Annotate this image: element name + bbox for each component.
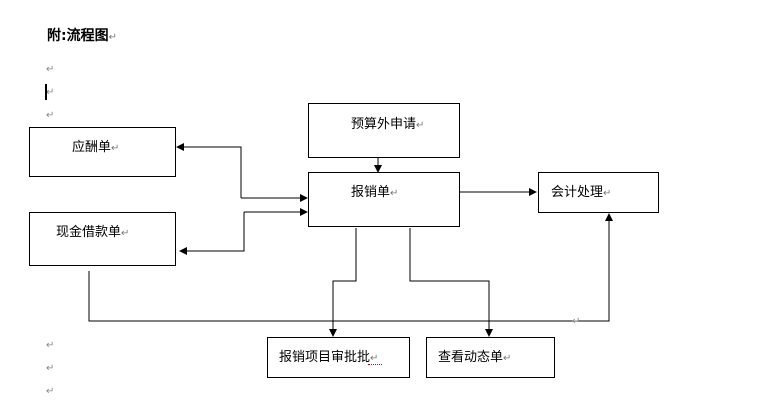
node-approval-label: 报销项目审批批 (279, 350, 371, 365)
node-cash-loan-form-label: 现金借款单 (56, 225, 122, 240)
arrow-reimbursement-to-cashloan (179, 212, 245, 255)
node-dynamic-view[interactable]: 查看动态单↵ (426, 337, 555, 378)
node-accounting[interactable]: 会计处理↵ (538, 172, 659, 213)
page-heading: 附:流程图↵ (47, 25, 117, 45)
arrow-reimbursement-to-approval (329, 228, 357, 337)
paragraph-mark-icon: ↵ (603, 188, 612, 199)
paragraph-mark-icon: ↵ (503, 353, 512, 364)
paragraph-mark-icon: ↵ (46, 340, 55, 351)
paragraph-mark-icon: ↵ (390, 188, 399, 199)
paragraph-mark-icon: ↵ (46, 386, 55, 397)
node-entertainment-form[interactable]: 应酬单↵ (29, 127, 176, 177)
paragraph-mark-icon: ↵ (46, 363, 55, 374)
node-entertainment-form-label: 应酬单 (72, 140, 112, 155)
paragraph-mark-icon: ↵ (108, 32, 117, 43)
paragraph-mark-icon: ↵ (46, 87, 55, 98)
text-cursor (45, 84, 47, 100)
paragraph-mark-icon: ↵ (46, 64, 55, 75)
node-dynamic-view-label: 查看动态单 (438, 350, 504, 365)
spellcheck-underline (368, 361, 382, 365)
arrow-reimbursement-to-dynamic (409, 228, 493, 337)
node-budget-request-label: 预算外申请 (351, 117, 417, 132)
node-accounting-label: 会计处理 (551, 185, 604, 200)
paragraph-mark-icon: ↵ (416, 120, 425, 131)
paragraph-mark-icon: ↵ (111, 143, 120, 154)
node-budget-request[interactable]: 预算外申请↵ (308, 103, 460, 158)
arrow-reimbursement-to-entertainment (176, 143, 242, 198)
node-reimbursement-form-label: 报销单 (351, 185, 391, 200)
paragraph-mark-icon: ↵ (46, 110, 55, 121)
node-cash-loan-form[interactable]: 现金借款单↵ (29, 212, 176, 266)
heading-text: 附:流程图 (47, 28, 109, 44)
paragraph-mark-icon: ↵ (370, 353, 379, 364)
paragraph-mark-icon: ↵ (121, 228, 130, 239)
node-reimbursement-form[interactable]: 报销单↵ (308, 172, 460, 227)
paragraph-mark-icon: ↵ (572, 316, 581, 327)
arrow-cashloan-to-accounting (88, 213, 613, 322)
node-approval[interactable]: 报销项目审批批↵ (267, 337, 410, 378)
